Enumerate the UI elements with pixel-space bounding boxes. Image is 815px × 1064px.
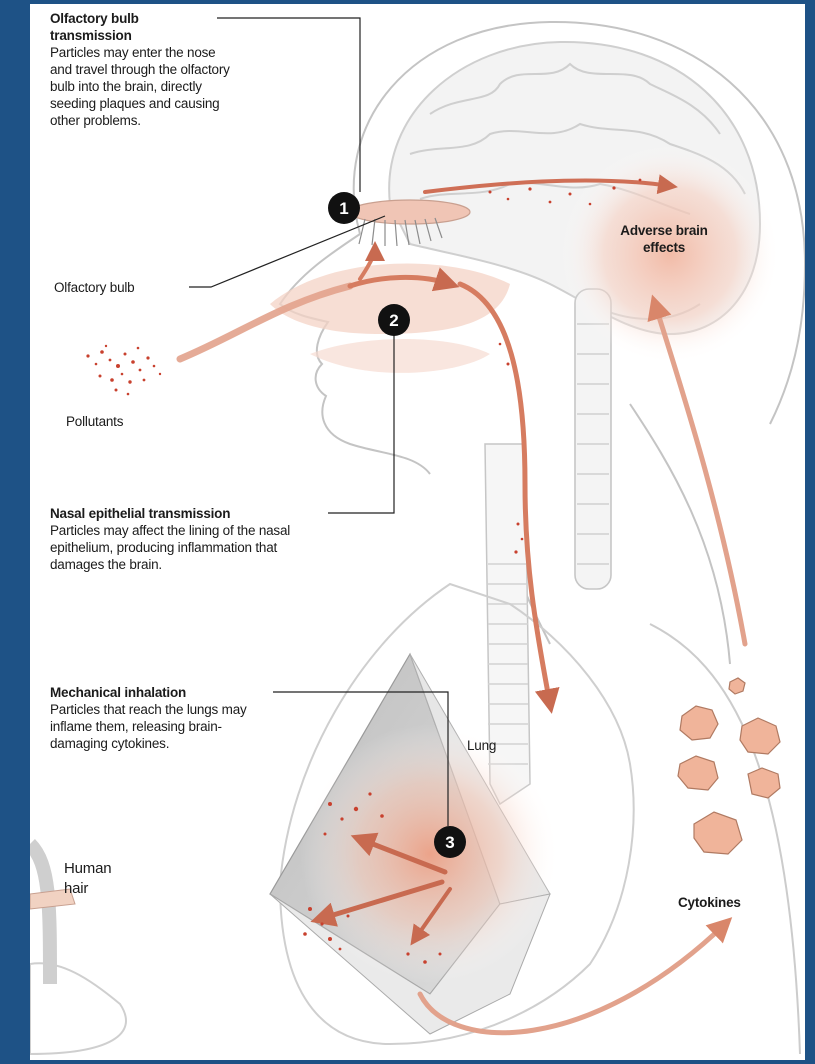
marker-2-number: 2 xyxy=(389,311,398,330)
human-hair-line-2: hair xyxy=(64,879,111,899)
label-olfactory-bulb: Olfactory bulb xyxy=(54,279,135,296)
human-hair-line-1: Human xyxy=(64,859,111,879)
adverse-line-1: Adverse brain xyxy=(598,222,730,239)
marker-1: 1 xyxy=(328,192,360,224)
callout-nasal-title: Nasal epithelial transmission xyxy=(50,505,340,522)
callout-olfactory-title-2: transmission xyxy=(50,27,250,44)
pollutant-particles xyxy=(86,345,161,396)
cytokine-clusters xyxy=(678,678,780,854)
label-pollutants: Pollutants xyxy=(66,413,123,430)
label-human-hair: Human hair xyxy=(64,859,111,899)
lung-graphic xyxy=(270,584,634,1044)
marker-1-number: 1 xyxy=(339,199,348,218)
callout-mechanical: Mechanical inhalation Particles that rea… xyxy=(50,684,280,752)
marker-3: 3 xyxy=(434,826,466,858)
callout-olfactory-title-1: Olfactory bulb xyxy=(50,10,250,27)
label-adverse-brain-effects: Adverse brain effects xyxy=(598,222,730,256)
callout-olfactory-body: Particles may enter the nose and travel … xyxy=(50,44,240,129)
label-cytokines: Cytokines xyxy=(678,894,741,911)
mouth-cavity xyxy=(310,339,490,373)
callout-olfactory: Olfactory bulb transmission Particles ma… xyxy=(50,10,250,129)
adverse-line-2: effects xyxy=(598,239,730,256)
label-lung: Lung xyxy=(467,737,496,754)
callout-mechanical-title: Mechanical inhalation xyxy=(50,684,280,701)
callout-mechanical-body: Particles that reach the lungs may infla… xyxy=(50,701,250,752)
callout-nasal: Nasal epithelial transmission Particles … xyxy=(50,505,340,573)
marker-3-number: 3 xyxy=(445,833,454,852)
marker-2: 2 xyxy=(378,304,410,336)
diagram-frame: 1 2 3 Olfactory bulb transmission Partic… xyxy=(30,4,805,1060)
callout-nasal-body: Particles may affect the lining of the n… xyxy=(50,522,330,573)
